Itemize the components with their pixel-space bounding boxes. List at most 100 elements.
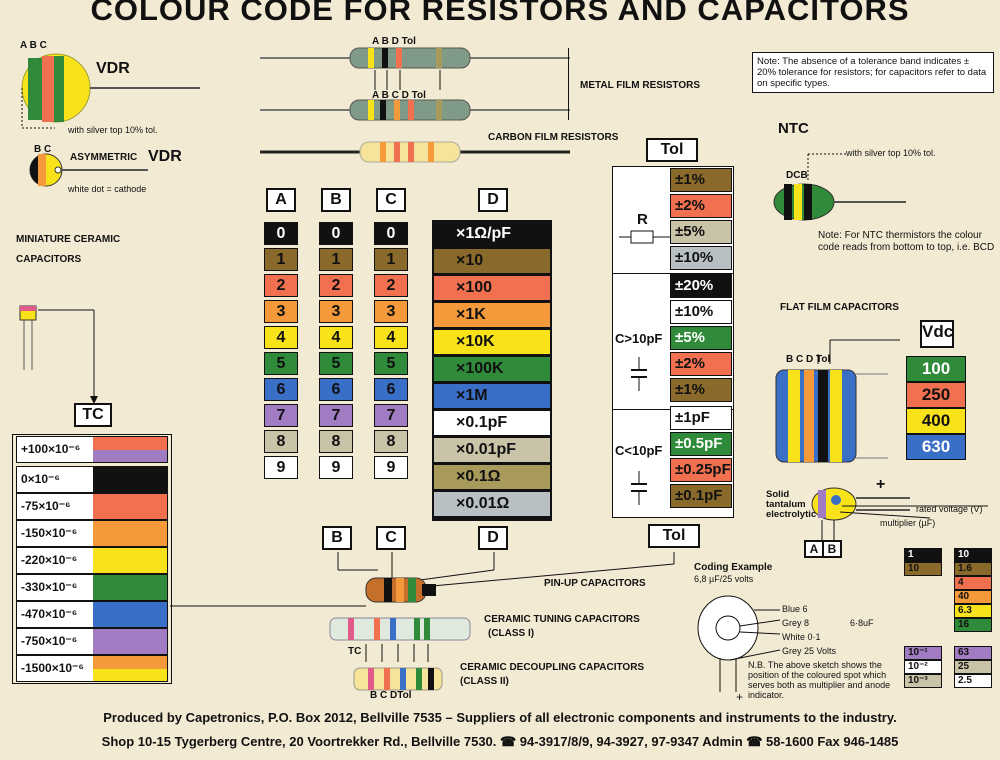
vdr-diagram	[21, 53, 200, 129]
white-dot-note: white dot = cathode	[68, 184, 147, 194]
solid-tantalum-line-1: Solid	[766, 489, 790, 500]
tc-row-3: -150×10⁻⁶	[16, 520, 168, 547]
footer-line-1: Produced by Capetronics, P.O. Box 2012, …	[103, 710, 897, 725]
multiplier-cell-7: ×0.1pF	[434, 411, 550, 435]
tol-r-3: ±10%	[670, 246, 732, 270]
tantalum-plus: +	[876, 476, 886, 493]
bottom-header-c: C	[376, 526, 406, 550]
multiplier-cell-5: ×100K	[434, 357, 550, 381]
digit-cell-1: 1	[374, 248, 408, 271]
digit-cell-5: 5	[374, 352, 408, 375]
digit-cell-2: 2	[374, 274, 408, 297]
tc-swatch	[93, 602, 167, 627]
digit-cell-5: 5	[264, 352, 298, 375]
digit-cell-9: 9	[264, 456, 298, 479]
coding-white: White 0·1	[782, 632, 821, 642]
asym-vdr-diagram	[29, 153, 148, 187]
multiplier-cell-2: ×100	[434, 276, 550, 300]
tc-row-4: -220×10⁻⁶	[16, 547, 168, 574]
tc-swatch	[93, 494, 167, 519]
tc-row-0: +100×10⁻⁶	[16, 436, 168, 463]
tol-r-2: ±5%	[670, 220, 732, 244]
flat-film-bands: B C D Tol	[786, 354, 831, 365]
tc-small-label: TC	[348, 646, 362, 657]
tantalum-right-7: 25	[954, 660, 992, 674]
tc-header: TC	[74, 403, 112, 427]
tol-cgt-1: ±10%	[670, 300, 732, 324]
footer-line-2: Shop 10-15 Tygerberg Centre, 20 Voortrek…	[101, 734, 899, 749]
digit-cell-7: 7	[374, 404, 408, 427]
digit-cell-9: 9	[319, 456, 353, 479]
digit-cell-8: 8	[319, 430, 353, 453]
multiplier-cell-4: ×10K	[434, 330, 550, 354]
ntc-label: NTC	[778, 120, 809, 137]
tantalum-right-1: 1.6	[954, 562, 992, 576]
multiplier-uf-label: multiplier (µF)	[880, 518, 936, 528]
sketch-plus: +	[736, 690, 744, 704]
header-a: A	[266, 188, 296, 212]
flat-film-diagram	[775, 339, 900, 463]
ceramic-decoupling-class: (CLASS II)	[460, 676, 509, 687]
bottom-header-d: D	[478, 526, 508, 550]
tol-clt-1: ±0.5pF	[670, 432, 732, 456]
coding-blue: Blue 6	[782, 604, 808, 614]
bottom-header-b: B	[322, 526, 352, 550]
vdr-band-letters: A B C	[20, 40, 47, 51]
asym-vdr-label: VDR	[148, 148, 182, 165]
ntc-silver-note: with silver top 10% tol.	[846, 148, 936, 158]
digit-cell-8: 8	[374, 430, 408, 453]
digit-cell-7: 7	[264, 404, 298, 427]
tc-value: -750×10⁻⁶	[21, 634, 78, 648]
tantalum-diagram	[811, 487, 988, 540]
multiplier-column: ×1Ω/pF×10×100×1K×10K×100K×1M×0.1pF×0.01p…	[432, 220, 552, 521]
tc-value: -1500×10⁻⁶	[21, 661, 84, 675]
ntc-band-letters: DCB	[786, 170, 808, 181]
multiplier-cell-0: ×1Ω/pF	[434, 222, 550, 246]
page-title: COLOUR CODE FOR RESISTORS AND CAPACITORS	[90, 0, 910, 27]
metal-bracket	[568, 48, 571, 120]
capacitor-symbol-1	[631, 357, 647, 391]
tc-value: -150×10⁻⁶	[21, 526, 78, 540]
coding-example-value: 6,8 µF/25 volts	[694, 574, 754, 584]
vdr-label: VDR	[96, 60, 130, 77]
vdr-silver-note: with silver top 10% tol.	[68, 125, 158, 135]
resistor-symbol	[619, 230, 675, 244]
coding-grey: Grey 8	[782, 618, 810, 628]
metal-band-letters-bottom: A B C D Tol	[372, 90, 426, 101]
tantalum-left-4: 10⁻³	[904, 674, 942, 688]
pin-up-label: PIN-UP CAPACITORS	[544, 578, 646, 589]
tol-cgt-0: ±20%	[670, 274, 732, 298]
mini-ceramic-label-2: CAPACITORS	[16, 254, 82, 265]
tc-swatch	[93, 668, 167, 681]
sketch-note: N.B. The above sketch shows the position…	[748, 660, 891, 700]
vdc-cell-3: 630	[906, 434, 966, 460]
tol-cgt-3: ±2%	[670, 352, 732, 376]
metal-band-letters-top: A B D Tol	[372, 36, 416, 47]
tc-row-5: -330×10⁻⁶	[16, 574, 168, 601]
tc-row-8: -1500×10⁻⁶	[16, 655, 168, 682]
vdc-cell-2: 400	[906, 408, 966, 434]
digit-cell-2: 2	[319, 274, 353, 297]
header-c: C	[376, 188, 406, 212]
tc-row-6: -470×10⁻⁶	[16, 601, 168, 628]
tol-clt-3: ±0.1pF	[670, 484, 732, 508]
tc-value: 0×10⁻⁶	[21, 472, 60, 486]
tc-swatch	[93, 548, 167, 573]
multiplier-cell-1: ×10	[434, 249, 550, 273]
mini-ceramic-diagram	[19, 305, 98, 404]
vdc-header: Vdc	[920, 320, 954, 348]
tol-r-1: ±2%	[670, 194, 732, 218]
metal-film-label: METAL FILM RESISTORS	[580, 80, 701, 91]
tc-row-7: -750×10⁻⁶	[16, 628, 168, 655]
capacitor-diagrams	[170, 552, 675, 691]
digit-cell-5: 5	[319, 352, 353, 375]
resistor-diagrams	[260, 47, 570, 163]
tol-clt-0: ±1pF	[670, 406, 732, 430]
tantalum-left-0: 1	[904, 548, 942, 562]
digit-cell-9: 9	[374, 456, 408, 479]
tc-swatch	[93, 656, 167, 669]
digit-cell-3: 3	[264, 300, 298, 323]
tol-cgt-4: ±1%	[670, 378, 732, 402]
